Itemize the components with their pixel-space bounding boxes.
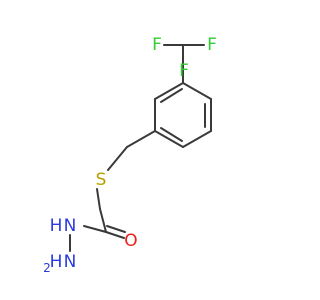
bond-c-nh xyxy=(83,225,107,233)
bond-ch2-s xyxy=(107,146,128,171)
ring-double-3 xyxy=(160,88,183,103)
bond-c-o-1 xyxy=(105,231,125,239)
structure-canvas: F F F S O N H N H 2 xyxy=(43,35,217,275)
bond-ch2-carbonyl xyxy=(99,208,107,233)
ring-bond-3 xyxy=(182,130,212,148)
benzene-ring xyxy=(154,82,212,148)
fluorine-label-right: F xyxy=(207,35,217,55)
nh2-h-label: H xyxy=(50,252,63,272)
ring-bond-4 xyxy=(154,130,184,148)
sulfur-label: S xyxy=(96,170,107,190)
nh-n-label: N xyxy=(64,216,77,236)
bond-ring-ch2 xyxy=(126,130,156,148)
thioether-chain xyxy=(96,130,156,210)
fluorine-label-left: F xyxy=(152,35,162,55)
nh-h-label: H xyxy=(50,216,63,236)
oxygen-label: O xyxy=(124,231,137,251)
fluorine-label-bottom: F xyxy=(179,61,189,81)
bond-c-o-2 xyxy=(106,225,126,233)
molecule-diagram: F F F S O N H N H 2 xyxy=(43,35,217,275)
ring-bond-1 xyxy=(182,82,212,100)
hydrazide-group xyxy=(69,208,126,252)
nh2-n-label: N xyxy=(64,252,77,272)
nh2-subscript-label: 2 xyxy=(43,261,51,275)
ring-bond-6 xyxy=(154,82,184,100)
ring-double-2 xyxy=(160,127,183,142)
bond-s-ch2 xyxy=(96,188,101,210)
trifluoromethyl-bonds xyxy=(163,44,205,84)
